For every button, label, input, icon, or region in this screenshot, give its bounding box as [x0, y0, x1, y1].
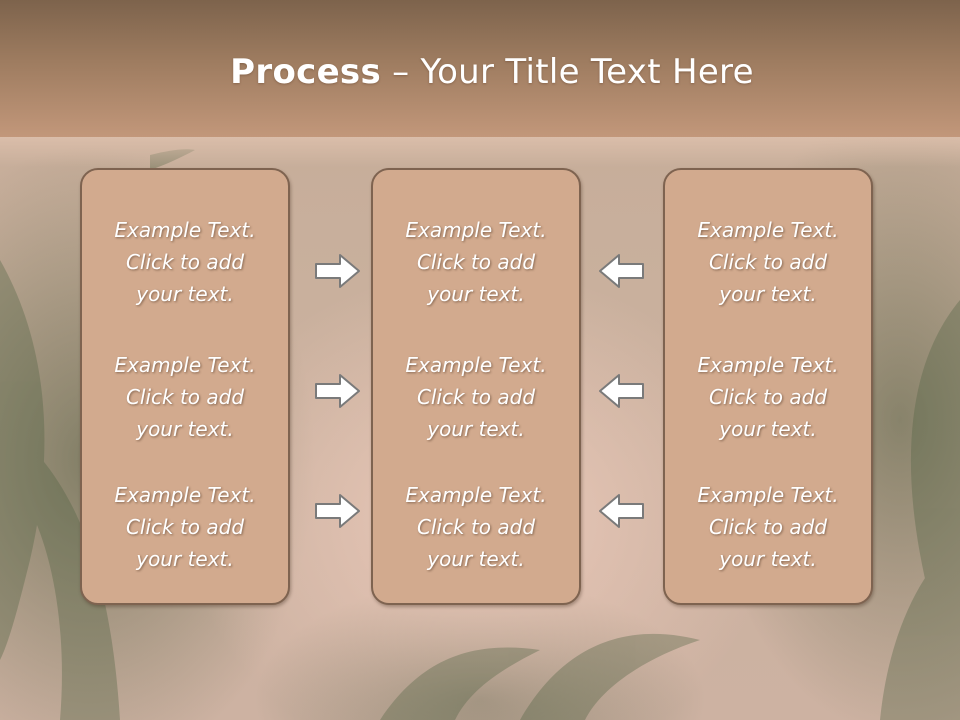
text-line: Click to add	[416, 250, 536, 274]
left-arrow-icon[interactable]	[596, 251, 646, 291]
text-line: Click to add	[708, 250, 828, 274]
text-line: Example Text.	[405, 218, 547, 242]
text-line: your text.	[719, 282, 817, 306]
text-block[interactable]: Example Text. Click to add your text.	[82, 479, 288, 575]
text-line: your text.	[427, 417, 525, 441]
text-block[interactable]: Example Text. Click to add your text.	[665, 349, 871, 445]
text-line: Click to add	[125, 250, 245, 274]
text-line: Click to add	[708, 385, 828, 409]
text-block[interactable]: Example Text. Click to add your text.	[665, 214, 871, 310]
text-block[interactable]: Example Text. Click to add your text.	[373, 214, 579, 310]
text-line: Example Text.	[114, 353, 256, 377]
text-block[interactable]: Example Text. Click to add your text.	[373, 349, 579, 445]
text-line: your text.	[427, 547, 525, 571]
text-line: Example Text.	[405, 483, 547, 507]
text-line: Click to add	[125, 385, 245, 409]
text-line: Example Text.	[114, 483, 256, 507]
text-line: Example Text.	[114, 218, 256, 242]
text-block[interactable]: Example Text. Click to add your text.	[373, 479, 579, 575]
text-line: your text.	[719, 417, 817, 441]
right-arrow-icon[interactable]	[313, 371, 363, 411]
text-block[interactable]: Example Text. Click to add your text.	[665, 479, 871, 575]
text-line: your text.	[136, 417, 234, 441]
text-block[interactable]: Example Text. Click to add your text.	[82, 349, 288, 445]
text-line: Example Text.	[697, 483, 839, 507]
text-line: Example Text.	[697, 353, 839, 377]
process-box-right[interactable]: Example Text. Click to add your text. Ex…	[663, 168, 873, 605]
title-bar-fade	[0, 137, 960, 167]
title-rest: – Your Title Text Here	[381, 52, 754, 92]
text-line: your text.	[136, 547, 234, 571]
text-line: your text.	[719, 547, 817, 571]
left-arrow-icon[interactable]	[596, 491, 646, 531]
process-box-left[interactable]: Example Text. Click to add your text. Ex…	[80, 168, 290, 605]
text-line: Example Text.	[697, 218, 839, 242]
text-line: Click to add	[125, 515, 245, 539]
text-line: Click to add	[416, 385, 536, 409]
text-block[interactable]: Example Text. Click to add your text.	[82, 214, 288, 310]
slide-title[interactable]: Process – Your Title Text Here	[0, 52, 960, 92]
title-bold: Process	[230, 52, 382, 92]
text-line: Example Text.	[405, 353, 547, 377]
right-arrow-icon[interactable]	[313, 251, 363, 291]
process-box-center[interactable]: Example Text. Click to add your text. Ex…	[371, 168, 581, 605]
text-line: your text.	[427, 282, 525, 306]
text-line: Click to add	[416, 515, 536, 539]
text-line: your text.	[136, 282, 234, 306]
left-arrow-icon[interactable]	[596, 371, 646, 411]
title-bar	[0, 0, 960, 137]
text-line: Click to add	[708, 515, 828, 539]
right-arrow-icon[interactable]	[313, 491, 363, 531]
